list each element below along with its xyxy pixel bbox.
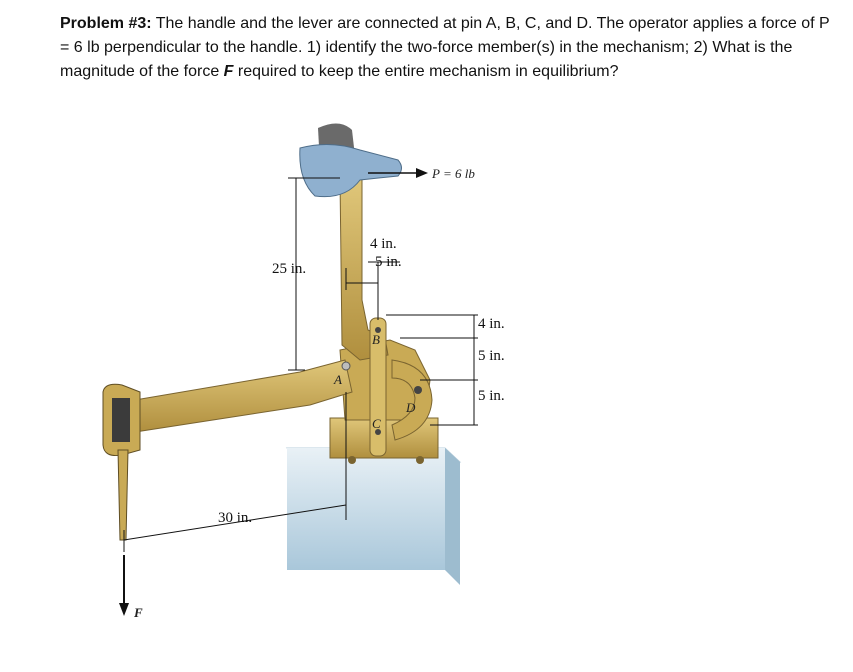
pin-d-label: D <box>405 400 416 415</box>
force-f-arrow <box>119 555 129 616</box>
lever-arm <box>102 359 353 541</box>
pin-a-label: A <box>333 372 342 387</box>
problem-heading: Problem #3: <box>60 15 152 32</box>
dim-top-lines <box>345 261 400 320</box>
force-p-arrow <box>368 168 428 178</box>
base-block <box>285 447 462 585</box>
problem-statement: Problem #3: The handle and the lever are… <box>60 12 840 84</box>
pin-a-marker <box>341 361 351 371</box>
dim-5in-top-label: 5 in. <box>375 254 402 270</box>
dim-25in-label: 25 in. <box>272 261 306 277</box>
problem-text-part2: required to keep the entire mechanism in… <box>233 63 619 80</box>
pin-c-label: C <box>372 416 381 431</box>
dim-5in-right-1-label: 5 in. <box>478 348 505 364</box>
problem-text-part1: The handle and the lever are connected a… <box>60 15 830 80</box>
dim-25in-line <box>288 177 340 371</box>
pin-b-label: B <box>372 332 380 347</box>
dim-4in-right-label: 4 in. <box>478 316 505 332</box>
force-f-label: F <box>133 605 143 620</box>
force-p-label: P = 6 lb <box>431 166 475 181</box>
dim-4in-top-label: 4 in. <box>370 236 397 252</box>
dim-5in-right-2-label: 5 in. <box>478 388 505 404</box>
dim-30in-line <box>123 392 347 552</box>
force-symbol: F <box>223 63 234 80</box>
hand <box>299 123 402 198</box>
dim-right-lines <box>386 314 478 426</box>
dim-30in-label: 30 in. <box>218 510 252 526</box>
